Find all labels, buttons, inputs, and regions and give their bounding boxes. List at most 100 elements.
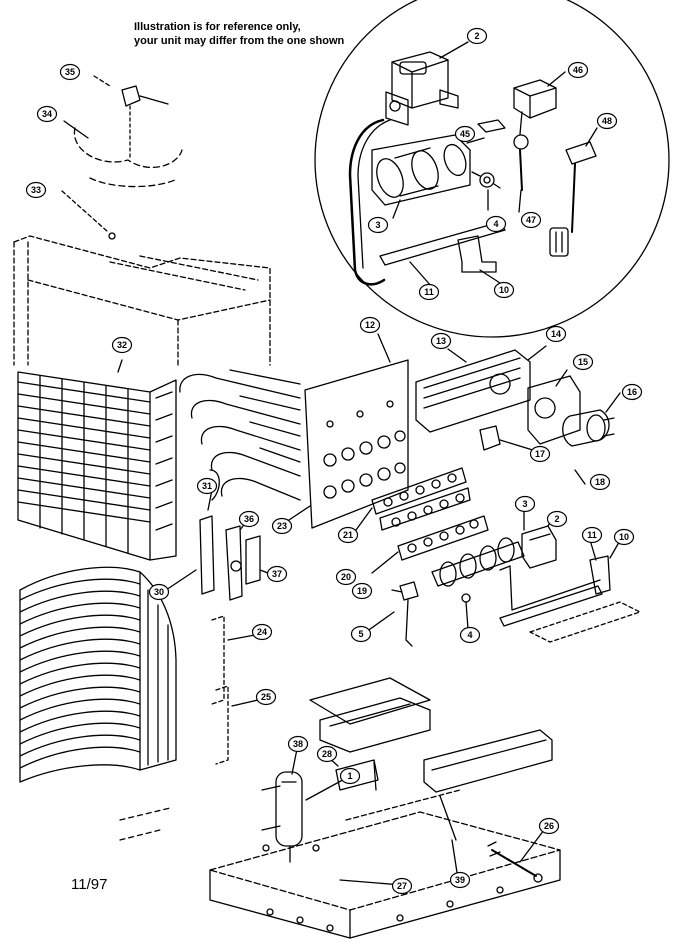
callout-c34: 34: [36, 105, 58, 123]
gas-manifold: [431, 525, 557, 587]
callout-number: 35: [65, 67, 75, 77]
callout-number: 2: [554, 514, 559, 524]
burner-manifold-detail: [371, 134, 471, 206]
base-rail: [345, 729, 553, 841]
callout-number: 17: [535, 449, 545, 459]
callout-number: 45: [460, 129, 470, 139]
callout-bubble: [271, 517, 293, 535]
callout-bubble: [316, 745, 338, 763]
reference-note-line-1: Illustration is for reference only,: [134, 21, 301, 33]
callout-c18: 18: [589, 473, 611, 491]
callout-number: 12: [365, 320, 375, 330]
leader-lines: [117, 333, 623, 886]
callout-c26: 26: [538, 817, 560, 835]
callout-number: 13: [436, 336, 446, 346]
callout-bubble: [621, 383, 643, 401]
callout-c11a: 11: [418, 283, 440, 301]
callout-c36: 36: [238, 510, 260, 528]
callout-number: 4: [467, 630, 472, 640]
callout-c15: 15: [572, 353, 594, 371]
callout-number: 15: [578, 357, 588, 367]
contactor: [335, 759, 379, 791]
condenser-coil: [17, 371, 177, 561]
callout-bubble: [350, 625, 372, 643]
callout-number: 30: [154, 587, 164, 597]
inducer-motor: [527, 375, 615, 447]
callout-c16: 16: [621, 383, 643, 401]
callout-bubble: [359, 316, 381, 334]
fan-guard-bolts: [61, 190, 116, 240]
callout-number: 2: [474, 31, 479, 41]
orifice-detail: [471, 171, 501, 189]
callout-number: 24: [257, 627, 267, 637]
reference-note-line-2: your unit may differ from the one shown: [134, 35, 345, 47]
callout-c11b: 11: [581, 526, 603, 544]
burner-assembly: [371, 467, 489, 561]
callout-c17: 17: [529, 445, 551, 463]
callout-c32: 32: [111, 336, 133, 354]
callout-bubble: [449, 871, 471, 889]
control-box: [309, 677, 431, 753]
callout-c24: 24: [251, 623, 273, 641]
callout-c45: 45: [454, 125, 476, 143]
callout-c37: 37: [266, 565, 288, 583]
callout-number: 20: [341, 572, 351, 582]
callout-c12: 12: [359, 316, 381, 334]
callout-bubble: [514, 495, 536, 513]
spark-igniter: [399, 581, 471, 647]
callout-c3a: 3: [367, 216, 389, 234]
callout-bubble: [589, 473, 611, 491]
callout-bubble: [538, 817, 560, 835]
callout-bubble: [238, 510, 260, 528]
callout-bubble: [367, 216, 389, 234]
callout-number: 32: [117, 340, 127, 350]
callout-number: 25: [261, 692, 271, 702]
callout-number: 10: [499, 285, 509, 295]
callout-bubble: [111, 336, 133, 354]
callout-c25: 25: [255, 688, 277, 706]
callout-bubble: [196, 477, 218, 495]
callout-c10b: 10: [613, 528, 635, 546]
callout-number: 38: [293, 739, 303, 749]
callout-bubble: [255, 688, 277, 706]
callout-c2a: 2: [466, 27, 488, 45]
callout-number: 27: [397, 881, 407, 891]
callout-number: 5: [358, 629, 363, 639]
detail-inset-circle: [314, 0, 670, 338]
callout-bubble: [529, 445, 551, 463]
callout-number: 36: [244, 514, 254, 524]
fan-assembly: [63, 75, 183, 188]
flame-sensor-detail: [549, 141, 597, 257]
callout-bubble: [454, 125, 476, 143]
callout-bubble: [36, 105, 58, 123]
callout-number: 16: [627, 387, 637, 397]
callout-number: 46: [573, 65, 583, 75]
callout-c38: 38: [287, 735, 309, 753]
manifold-rail-detail: [379, 221, 506, 266]
callout-bubble: [148, 583, 170, 601]
side-rails: [211, 615, 229, 765]
detail-inset: [314, 0, 670, 338]
callout-c5: 5: [350, 625, 372, 643]
callout-number: 11: [424, 287, 434, 297]
bracket-detail: [477, 119, 506, 133]
callout-number: 47: [526, 215, 536, 225]
base-pan: [119, 807, 561, 939]
callout-number: 18: [595, 477, 605, 487]
callout-c10a: 10: [493, 281, 515, 299]
callout-c13: 13: [430, 332, 452, 350]
vestibule-panel: [304, 359, 409, 529]
callout-bubble: [596, 112, 618, 130]
callout-number: 3: [375, 220, 380, 230]
callout-bubble: [391, 877, 413, 895]
diagram-date: 11/97: [71, 876, 108, 893]
callout-number: 10: [619, 532, 629, 542]
callout-number: 11: [587, 530, 597, 540]
heat-exchanger: [179, 369, 301, 501]
callout-number: 31: [202, 481, 212, 491]
callout-number: 33: [31, 185, 41, 195]
callout-bubble: [251, 623, 273, 641]
